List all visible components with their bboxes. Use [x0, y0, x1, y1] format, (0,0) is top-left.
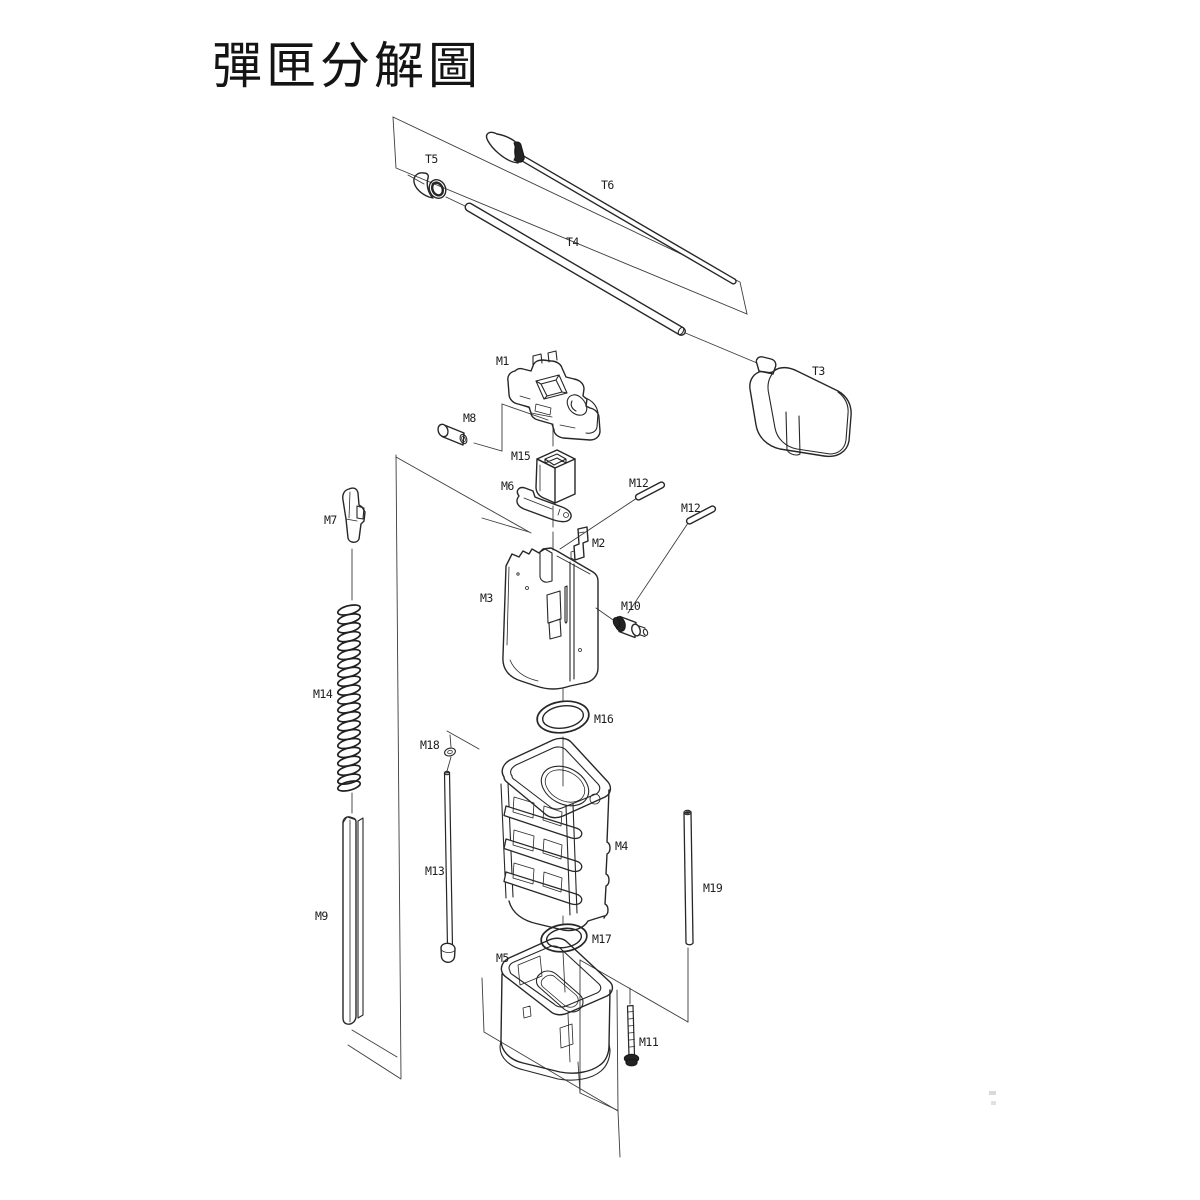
part-m16-oring [536, 700, 590, 734]
part-label-m8: M8 [463, 411, 476, 425]
part-m11-screw [623, 1004, 640, 1067]
part-label-m13: M13 [425, 864, 445, 878]
part-label-m17: M17 [592, 932, 612, 946]
alignment-panel-left [347, 454, 532, 1080]
part-m14-spring [336, 604, 362, 792]
part-t6-rod [485, 131, 737, 285]
part-label-m9: M9 [315, 909, 328, 923]
part-label-t4: T4 [566, 235, 579, 249]
part-m9-rail [342, 816, 364, 1025]
part-label-t3: T3 [812, 364, 825, 378]
part-label-t6: T6 [601, 178, 614, 192]
part-label-m3: M3 [480, 591, 493, 605]
part-m19-tube [683, 809, 694, 946]
scan-artifact [989, 1091, 996, 1105]
part-t5-ferrule [413, 172, 447, 199]
part-label-m12-1: M12 [629, 476, 648, 490]
part-label-m4: M4 [615, 839, 628, 853]
part-m10-valve [612, 615, 649, 639]
part-label-m10: M10 [621, 599, 641, 613]
part-label-m18: M18 [420, 738, 440, 752]
part-m12-pin-2 [685, 505, 717, 525]
alignment-panel-top [392, 116, 758, 364]
part-m4-shell [500, 737, 612, 932]
part-t4-tube [464, 202, 686, 336]
part-label-m2: M2 [592, 536, 605, 550]
center-lines [351, 403, 689, 993]
part-m13-rod [440, 770, 456, 964]
part-m12-pin-1 [634, 481, 666, 501]
alignment-panel-bottom [481, 947, 689, 1158]
part-label-m1: M1 [496, 354, 509, 368]
part-label-m7: M7 [324, 513, 337, 527]
part-label-m15: M15 [511, 449, 530, 463]
part-label-m19: M19 [703, 881, 723, 895]
part-m15-block [535, 449, 576, 504]
page-title: 彈匣分解圖 [212, 38, 482, 94]
part-t3-cover [749, 356, 852, 458]
part-m6-lever [516, 486, 572, 523]
part-label-m16: M16 [594, 712, 614, 726]
part-label-m6: M6 [501, 479, 514, 493]
part-label-m11: M11 [639, 1035, 659, 1049]
part-label-m14: M14 [313, 687, 333, 701]
part-label-t5: T5 [425, 152, 438, 166]
part-m3-body [502, 547, 599, 690]
part-label-m5: M5 [496, 951, 509, 965]
part-label-m12-2: M12 [681, 501, 700, 515]
part-labels: T5 T6 T4 T3 M1 M8 M15 M6 M12 M12 M2 M3 M… [313, 152, 826, 1049]
part-m18-washer [444, 747, 456, 757]
part-m2-bracket [570, 526, 589, 561]
part-m1-assembly [507, 350, 601, 441]
part-m8-pin [437, 423, 468, 446]
part-m7-follower [342, 487, 366, 543]
part-m5-base [499, 937, 614, 1081]
